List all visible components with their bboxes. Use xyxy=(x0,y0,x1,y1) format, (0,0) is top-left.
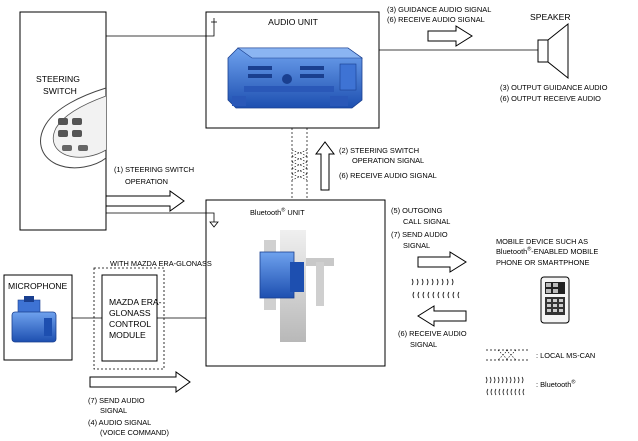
microphone-label: MICROPHONE xyxy=(8,281,68,291)
bluetooth-unit-label-suffix: UNIT xyxy=(285,208,305,217)
arrow-steering-operation xyxy=(105,190,185,212)
arrow-to-speaker xyxy=(427,25,473,47)
speaker-label: SPEAKER xyxy=(530,12,571,22)
speaker-icon xyxy=(537,22,569,80)
microphone-box xyxy=(3,274,73,361)
registered-mark: ® xyxy=(571,379,576,386)
era-module-label-3: CONTROL xyxy=(109,319,152,329)
steering-switch-illustration xyxy=(40,87,107,169)
receive-audio-speaker-label: (6) RECEIVE AUDIO SIGNAL xyxy=(387,15,485,24)
mobile-phone-icon xyxy=(540,276,570,324)
steering-switch-label-1: STEERING xyxy=(36,74,80,84)
steering-to-audio-wire xyxy=(106,22,215,37)
legend-bluetooth-label: : Bluetooth® xyxy=(536,380,575,389)
era-module-label-1: MAZDA ERA- xyxy=(109,297,162,307)
bluetooth-unit-illustration xyxy=(259,230,334,342)
ss-op-signal-label-1: (2) STEERING SWITCH xyxy=(339,146,420,155)
era-glonass-module-box xyxy=(101,274,158,362)
arrow-from-mobile xyxy=(417,305,467,327)
steering-switch-label-2: SWITCH xyxy=(43,86,77,96)
mobile-label-3: PHONE OR SMARTPHONE xyxy=(496,258,590,267)
steering-to-bluetooth-wire xyxy=(106,212,215,222)
arrow-up-audio xyxy=(315,141,335,191)
receive-audio-right-label-2: SIGNAL xyxy=(410,340,438,349)
legend-bluetooth-text: : Bluetooth xyxy=(536,380,572,389)
steering-op-label-1: (1) STEERING SWITCH xyxy=(114,165,195,174)
guidance-audio-label: (3) GUIDANCE AUDIO SIGNAL xyxy=(387,5,492,14)
mobile-label-2-suffix: -ENABLED MOBILE xyxy=(531,247,599,256)
bluetooth-unit-label: Bluetooth® UNIT xyxy=(250,208,305,217)
audio-voice-label-2: (VOICE COMMAND) xyxy=(100,428,169,437)
arrow-send-audio-bottom xyxy=(89,371,191,393)
bluetooth-unit-box xyxy=(205,199,386,367)
local-ms-can-link xyxy=(291,128,308,200)
legend-ms-can-label: : LOCAL MS-CAN xyxy=(536,351,596,360)
arrow-to-mobile xyxy=(417,251,467,273)
registered-mark: ® xyxy=(281,207,286,214)
output-receive-label: (6) OUTPUT RECEIVE AUDIO xyxy=(500,94,601,103)
mobile-label-2: Bluetooth®-ENABLED MOBILE xyxy=(496,247,598,256)
bluetooth-unit-label-text: Bluetooth xyxy=(250,208,282,217)
mobile-label-2-text: Bluetooth xyxy=(496,247,528,256)
era-glonass-dashed-group xyxy=(93,267,165,370)
microphone-illustration xyxy=(11,296,57,343)
bluetooth-waves-right xyxy=(411,278,460,299)
send-audio-right-label-1: (7) SEND AUDIO xyxy=(391,230,448,239)
send-audio-bottom-label-2: SIGNAL xyxy=(100,406,128,415)
outgoing-label-1: (5) OUTGOING xyxy=(391,206,443,215)
ss-op-signal-label-2: OPERATION SIGNAL xyxy=(352,156,425,165)
outgoing-label-2: CALL SIGNAL xyxy=(403,217,451,226)
send-audio-right-label-2: SIGNAL xyxy=(403,241,431,250)
mobile-label-1: MOBILE DEVICE SUCH AS xyxy=(496,237,588,246)
send-audio-bottom-label-1: (7) SEND AUDIO xyxy=(88,396,145,405)
receive-audio-right-label-1: (6) RECEIVE AUDIO xyxy=(398,329,467,338)
registered-mark: ® xyxy=(527,246,532,253)
era-glonass-group-label: WITH MAZDA ERA-GLONASS xyxy=(110,259,212,268)
era-module-label-2: GLONASS xyxy=(109,308,151,318)
receive-audio-up-label: (6) RECEIVE AUDIO SIGNAL xyxy=(339,171,437,180)
audio-unit-illustration xyxy=(227,47,363,109)
audio-voice-label-1: (4) AUDIO SIGNAL xyxy=(88,418,152,427)
legend-bluetooth-symbol xyxy=(485,376,525,396)
audio-unit-label: AUDIO UNIT xyxy=(268,17,318,27)
output-guidance-label: (3) OUTPUT GUIDANCE AUDIO xyxy=(500,83,608,92)
legend-ms-can-symbol xyxy=(486,349,530,361)
audio-unit-box xyxy=(205,11,380,129)
steering-op-label-2: OPERATION xyxy=(125,177,168,186)
era-module-label-4: MODULE xyxy=(109,330,146,340)
